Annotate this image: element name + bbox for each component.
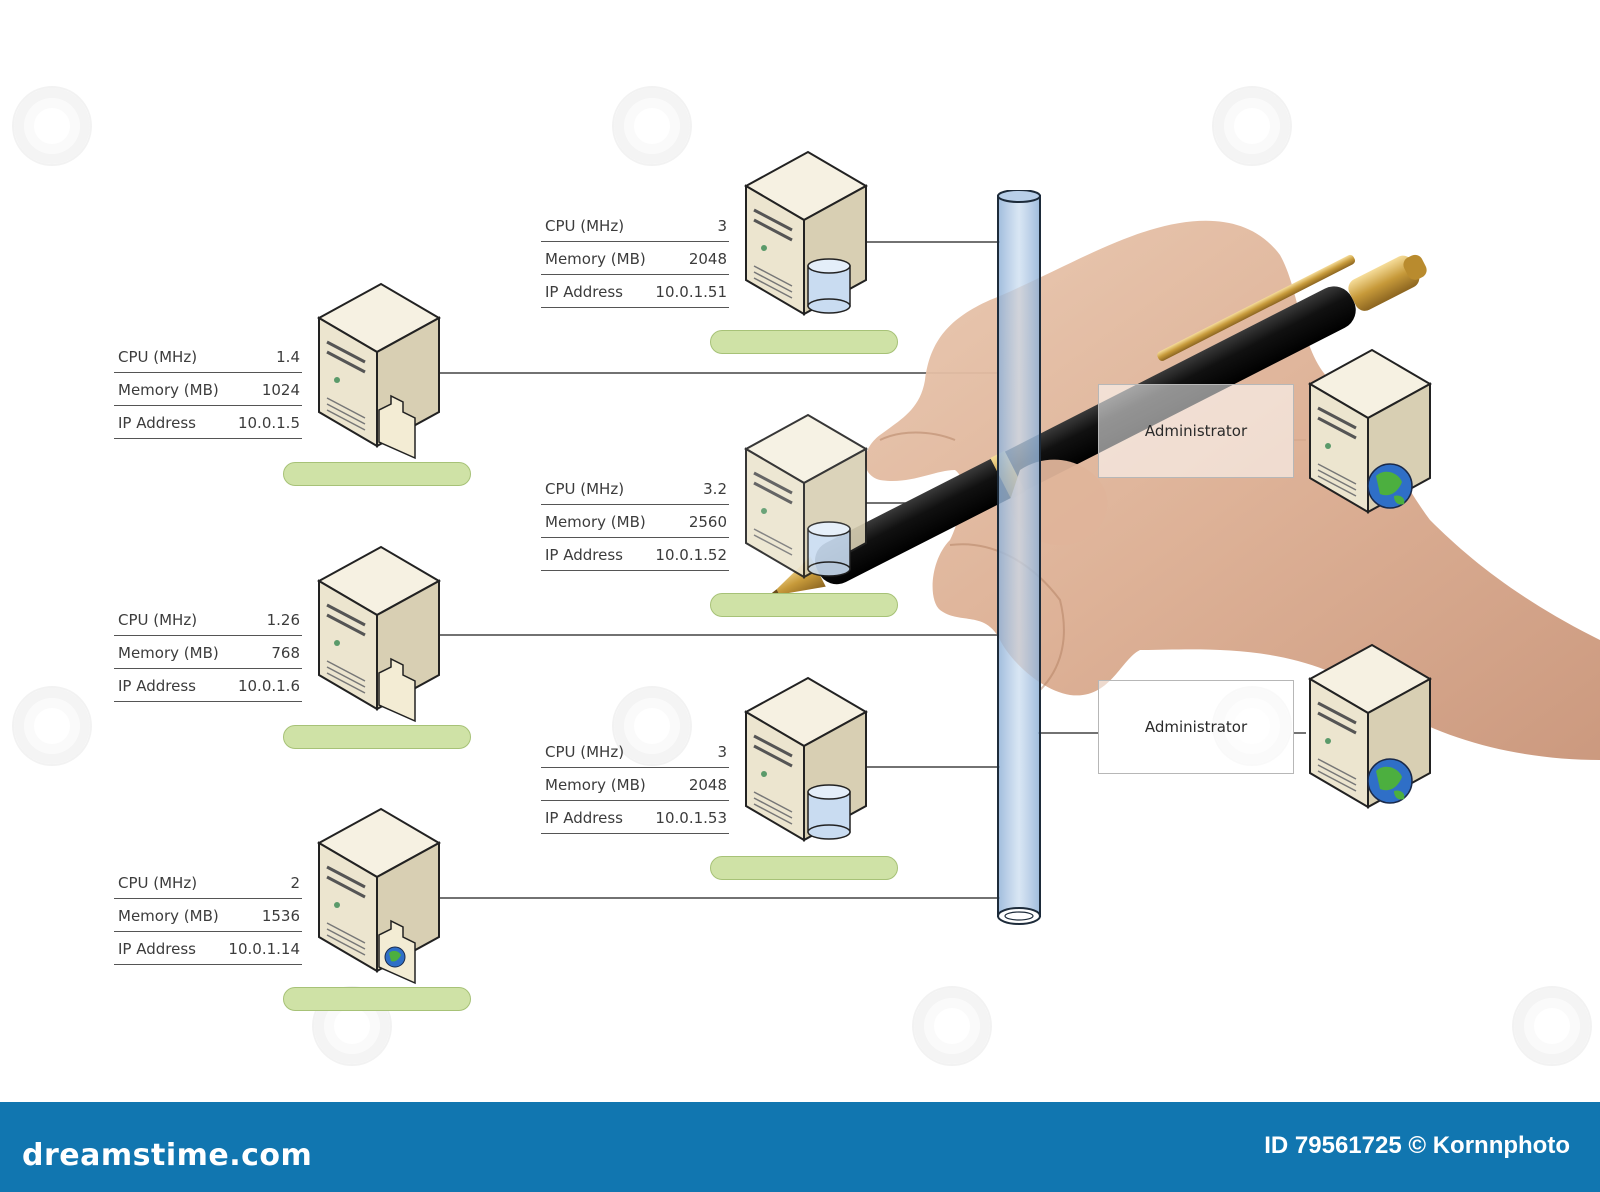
- admin-label: Administrator: [1144, 718, 1248, 736]
- memory-row: Memory (MB) 1536: [114, 899, 302, 932]
- database-server-icon: [743, 676, 869, 842]
- ip-value: 10.0.1.6: [237, 677, 300, 695]
- cpu-row: CPU (MHz) 1.4: [114, 340, 302, 373]
- ip-row: IP Address 10.0.1.52: [541, 538, 729, 571]
- server-name-pill: [710, 856, 898, 880]
- ip-label: IP Address: [118, 677, 196, 695]
- watermark-logo: [12, 686, 92, 766]
- cpu-value: 3: [717, 217, 727, 235]
- ip-value: 10.0.1.51: [655, 283, 727, 301]
- ip-value: 10.0.1.5: [237, 414, 300, 432]
- cpu-value: 1.4: [276, 348, 300, 366]
- memory-value: 1536: [261, 907, 300, 925]
- stock-footer-bar: dreamstime.com ID 79561725 © Kornnphoto: [0, 1102, 1600, 1192]
- memory-label: Memory (MB): [545, 250, 646, 268]
- memory-label: Memory (MB): [545, 776, 646, 794]
- ip-label: IP Address: [545, 809, 623, 827]
- hand-with-pen-photo: [764, 220, 1600, 761]
- server-info-table: CPU (MHz) 2 Memory (MB) 1536 IP Address 10.…: [114, 866, 302, 965]
- ip-row: IP Address 10.0.1.51: [541, 275, 729, 308]
- ip-label: IP Address: [545, 283, 623, 301]
- cpu-label: CPU (MHz): [118, 874, 198, 892]
- cpu-value: 3.2: [703, 480, 727, 498]
- memory-label: Memory (MB): [118, 644, 219, 662]
- admin-label: Administrator: [1144, 422, 1248, 440]
- watermark-logo: [612, 686, 692, 766]
- ip-row: IP Address 10.0.1.6: [114, 669, 302, 702]
- image-credit: ID 79561725 © Kornnphoto: [1264, 1132, 1570, 1159]
- cpu-label: CPU (MHz): [118, 611, 198, 629]
- memory-value: 2560: [688, 513, 727, 531]
- cpu-row: CPU (MHz) 1.26: [114, 603, 302, 636]
- memory-row: Memory (MB) 2560: [541, 505, 729, 538]
- cpu-row: CPU (MHz) 3.2: [541, 472, 729, 505]
- watermark-logo: [612, 86, 692, 166]
- server-info-table: CPU (MHz) 1.26 Memory (MB) 768 IP Address 1…: [114, 603, 302, 702]
- server-name-pill: [283, 462, 471, 486]
- server-info-table: CPU (MHz) 3 Memory (MB) 2048 IP Address 10.…: [541, 735, 729, 834]
- memory-value: 2048: [688, 776, 727, 794]
- server-name-pill: [710, 330, 898, 354]
- server-name-pill: [283, 987, 471, 1011]
- ip-label: IP Address: [545, 546, 623, 564]
- memory-row: Memory (MB) 2048: [541, 768, 729, 801]
- admin-label-box: Administrator: [1098, 680, 1294, 774]
- web-server-icon: [1307, 643, 1433, 809]
- memory-value: 1024: [261, 381, 300, 399]
- server-name-pill: [283, 725, 471, 749]
- watermark-logo: [912, 986, 992, 1066]
- cpu-row: CPU (MHz) 3: [541, 209, 729, 242]
- database-server-icon: [743, 150, 869, 316]
- ip-value: 10.0.1.14: [228, 940, 300, 958]
- memory-label: Memory (MB): [118, 381, 219, 399]
- ip-row: IP Address 10.0.1.53: [541, 801, 729, 834]
- cpu-value: 3: [717, 743, 727, 761]
- ip-value: 10.0.1.53: [655, 809, 727, 827]
- ip-row: IP Address 10.0.1.5: [114, 406, 302, 439]
- ip-row: IP Address 10.0.1.14: [114, 932, 302, 965]
- database-server-icon: [743, 413, 869, 579]
- memory-label: Memory (MB): [545, 513, 646, 531]
- brand-logo-text: dreamstime.com: [22, 1138, 313, 1173]
- memory-label: Memory (MB): [118, 907, 219, 925]
- watermark-logo: [12, 86, 92, 166]
- cpu-label: CPU (MHz): [545, 217, 625, 235]
- memory-row: Memory (MB) 1024: [114, 373, 302, 406]
- admin-label-box: Administrator: [1098, 384, 1294, 478]
- server-info-table: CPU (MHz) 1.4 Memory (MB) 1024 IP Address 1…: [114, 340, 302, 439]
- network-bus: [997, 190, 1041, 925]
- ip-value: 10.0.1.52: [655, 546, 727, 564]
- watermark-logo: [1512, 986, 1592, 1066]
- web-file-server-icon: [316, 807, 442, 985]
- server-info-table: CPU (MHz) 3.2 Memory (MB) 2560 IP Address 1…: [541, 472, 729, 571]
- cpu-value: 2: [290, 874, 300, 892]
- memory-row: Memory (MB) 2048: [541, 242, 729, 275]
- memory-value: 2048: [688, 250, 727, 268]
- watermark-logo: [1212, 86, 1292, 166]
- memory-row: Memory (MB) 768: [114, 636, 302, 669]
- cpu-value: 1.26: [266, 611, 300, 629]
- file-server-icon: [316, 282, 442, 460]
- cpu-row: CPU (MHz) 3: [541, 735, 729, 768]
- ip-label: IP Address: [118, 940, 196, 958]
- file-server-icon: [316, 545, 442, 723]
- cpu-label: CPU (MHz): [545, 743, 625, 761]
- server-name-pill: [710, 593, 898, 617]
- memory-value: 768: [271, 644, 300, 662]
- cpu-label: CPU (MHz): [545, 480, 625, 498]
- server-info-table: CPU (MHz) 3 Memory (MB) 2048 IP Address 10.…: [541, 209, 729, 308]
- web-server-icon: [1307, 348, 1433, 514]
- ip-label: IP Address: [118, 414, 196, 432]
- cpu-label: CPU (MHz): [118, 348, 198, 366]
- cpu-row: CPU (MHz) 2: [114, 866, 302, 899]
